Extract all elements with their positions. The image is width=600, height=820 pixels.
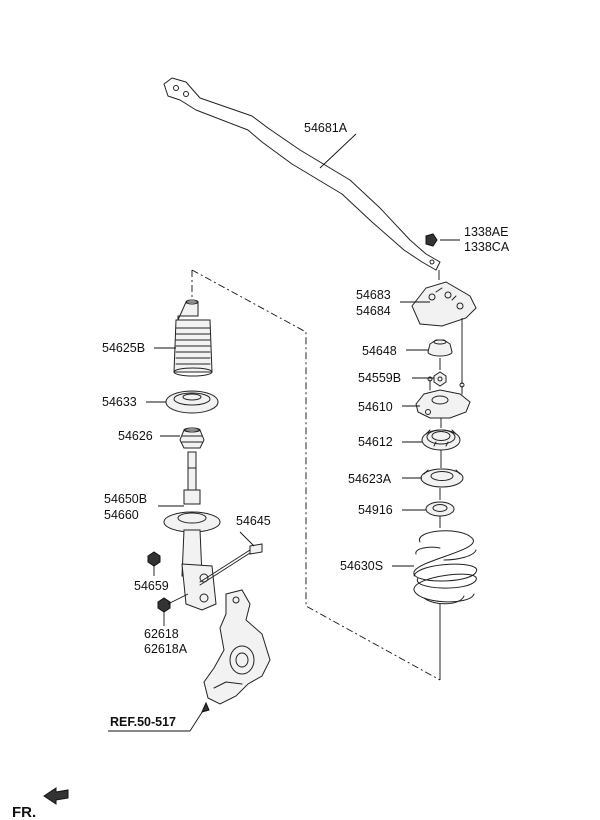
- strut-mount: [415, 376, 471, 419]
- leader-lines: [146, 133, 460, 626]
- label-bearing: 54612: [358, 435, 393, 449]
- coil-spring: [413, 530, 477, 605]
- label-insulator-1: 54683: [356, 288, 391, 302]
- label-spring-pad: 54623A: [348, 472, 392, 486]
- label-dust-cover-plate: 54633: [102, 395, 137, 409]
- bearing: [421, 429, 461, 451]
- label-knuckle-nut-1: 62618: [144, 627, 179, 641]
- label-strut-1: 54650B: [104, 492, 147, 506]
- label-bolt: 54645: [236, 514, 271, 528]
- bumper: [179, 427, 205, 449]
- label-link-nut-2: 1338CA: [464, 240, 510, 254]
- reference-callout: REF.50-517: [108, 701, 210, 732]
- front-arrow-icon: [43, 787, 69, 805]
- insulator-plate: [411, 281, 477, 327]
- label-strut-nut: 54659: [134, 579, 169, 593]
- part-labels: 54681A 1338AE 1338CA 54683 54684 54648 5…: [102, 121, 510, 656]
- label-link-nut-1: 1338AE: [464, 225, 508, 239]
- spring-pad: [420, 468, 464, 488]
- stabilizer-link-nut: [425, 233, 438, 247]
- front-direction-indicator: FR.: [12, 787, 69, 820]
- strut-assembly: [163, 451, 221, 611]
- label-bumper: 54626: [118, 429, 153, 443]
- label-bump-stopper-cap: 54648: [362, 344, 397, 358]
- steering-knuckle: [203, 589, 271, 705]
- label-knuckle-nut-2: 62618A: [144, 642, 188, 656]
- label-strut-2: 54660: [104, 508, 139, 522]
- label-spring-seat: 54916: [358, 503, 393, 517]
- label-dust-cover: 54625B: [102, 341, 145, 355]
- label-insulator-2: 54684: [356, 304, 391, 318]
- bump-stopper-cap: [427, 339, 453, 357]
- mount-nut: [433, 371, 447, 387]
- dust-cover-plate: [165, 390, 219, 414]
- dust-cover: [173, 299, 213, 377]
- spring-seat: [425, 501, 455, 517]
- assembly-reference-outline: [191, 269, 441, 681]
- knuckle-nut: [157, 593, 189, 613]
- label-stabilizer-bar: 54681A: [304, 121, 348, 135]
- label-reference: REF.50-517: [110, 715, 176, 729]
- label-strut-mount: 54610: [358, 400, 393, 414]
- label-mount-nut: 54559B: [358, 371, 401, 385]
- right-column-axis: [438, 270, 463, 680]
- label-front: FR.: [12, 804, 36, 820]
- label-coil-spring: 54630S: [340, 559, 383, 573]
- strut-nut: [147, 551, 161, 567]
- strut-bolt: [199, 543, 263, 586]
- stabilizer-bar: [163, 77, 441, 271]
